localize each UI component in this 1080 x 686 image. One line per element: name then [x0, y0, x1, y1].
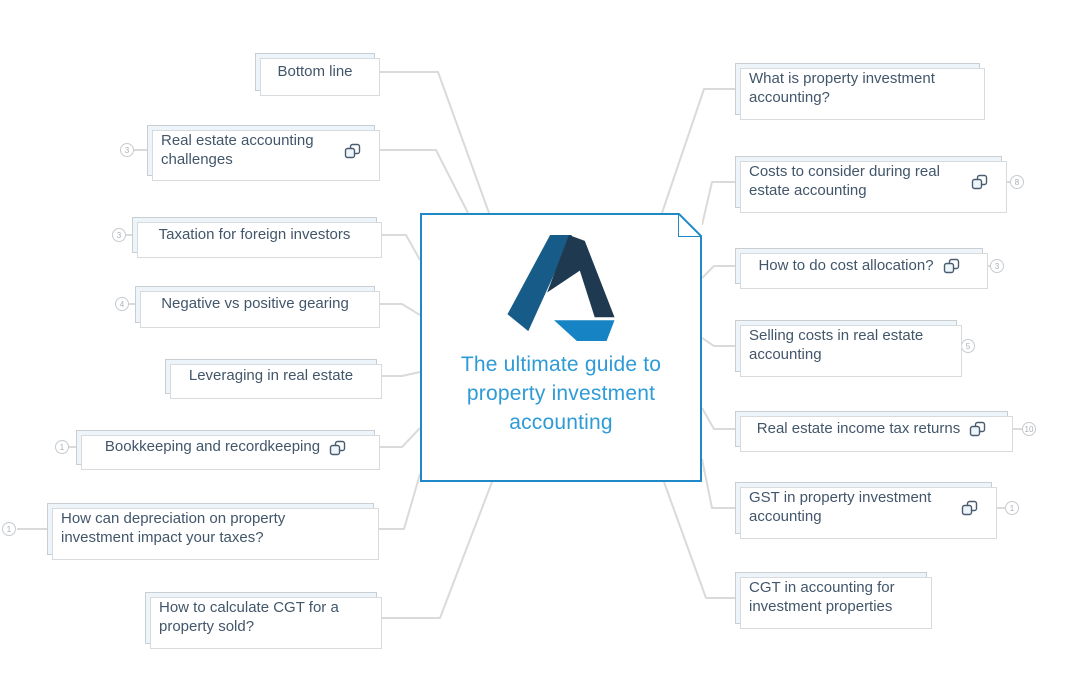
topic-gst-in-property-investment-accounting[interactable]: GST in property investment accounting [735, 482, 997, 539]
topic-cgt-in-accounting[interactable]: CGT in accounting for investment propert… [735, 572, 932, 629]
topic-how-to-calculate-cgt[interactable]: How to calculate CGT for a property sold… [145, 592, 382, 649]
topic-selling-costs[interactable]: Selling costs in real estate accounting [735, 320, 962, 377]
topic-negative-vs-positive-gearing[interactable]: Negative vs positive gearing [135, 286, 380, 328]
child-count-badge[interactable]: 4 [115, 297, 129, 311]
child-count-badge[interactable]: 5 [961, 339, 975, 353]
topic-label: Real estate accounting challenges [161, 131, 314, 168]
topic-label: GST in property investment accounting [749, 489, 932, 525]
topic-leveraging-in-real-estate[interactable]: Leveraging in real estate [165, 359, 382, 399]
topic-label: Leveraging in real estate [188, 367, 354, 385]
topic-label: Taxation for foreign investors [158, 225, 351, 243]
child-count-badge[interactable]: 8 [1010, 175, 1024, 189]
topic-label: How to do cost allocation? [758, 256, 934, 274]
topic-label: Bookkeeping and recordkeeping [104, 438, 321, 456]
topic-bottom-line[interactable]: Bottom line [255, 53, 380, 96]
central-topic-title: The ultimate guide to property investmen… [460, 353, 662, 434]
child-count-badge[interactable]: 3 [112, 228, 126, 242]
topic-bookkeeping-and-recordkeeping[interactable]: Bookkeeping and recordkeeping [76, 430, 380, 470]
topic-label: How to calculate CGT for a property sold… [159, 599, 339, 635]
topic-label: Real estate income tax returns [756, 419, 961, 437]
copy-icon [329, 440, 346, 455]
topic-what-is-property-investment-accounting[interactable]: What is property investment accounting? [735, 63, 985, 120]
child-count-badge[interactable]: 10 [1022, 422, 1036, 436]
child-count-badge[interactable]: 3 [990, 259, 1004, 273]
topic-label: Negative vs positive gearing [161, 295, 349, 313]
child-count-badge[interactable]: 1 [1005, 501, 1019, 515]
topic-label: How can depreciation on property investm… [61, 510, 286, 546]
topic-depreciation-impact-taxes[interactable]: How can depreciation on property investm… [47, 503, 379, 560]
child-count-badge[interactable]: 1 [2, 522, 16, 536]
page-fold-corner [678, 213, 702, 237]
topic-label: What is property investment accounting? [749, 70, 935, 106]
triangle-a-logo [507, 234, 615, 342]
copy-icon [943, 258, 959, 274]
central-topic[interactable]: The ultimate guide to property investmen… [420, 213, 702, 482]
copy-icon [961, 500, 978, 516]
topic-label: Costs to consider during real estate acc… [749, 163, 940, 199]
topic-costs-to-consider[interactable]: Costs to consider during real estate acc… [735, 156, 1007, 213]
child-count-badge[interactable]: 1 [55, 440, 69, 454]
copy-icon [971, 174, 988, 190]
topic-real-estate-income-tax-returns[interactable]: Real estate income tax returns [735, 411, 1013, 452]
topic-label: Bottom line [277, 62, 353, 80]
topic-real-estate-accounting-challenges[interactable]: Real estate accounting challenges [147, 125, 380, 181]
child-count-badge[interactable]: 3 [120, 143, 134, 157]
topic-label: Selling costs in real estate accounting [749, 327, 924, 363]
copy-icon [970, 421, 986, 437]
topic-label: CGT in accounting for investment propert… [749, 579, 895, 615]
copy-icon [344, 143, 361, 158]
topic-how-to-do-cost-allocation[interactable]: How to do cost allocation? [735, 248, 988, 289]
topic-taxation-for-foreign-investors[interactable]: Taxation for foreign investors [132, 217, 382, 258]
